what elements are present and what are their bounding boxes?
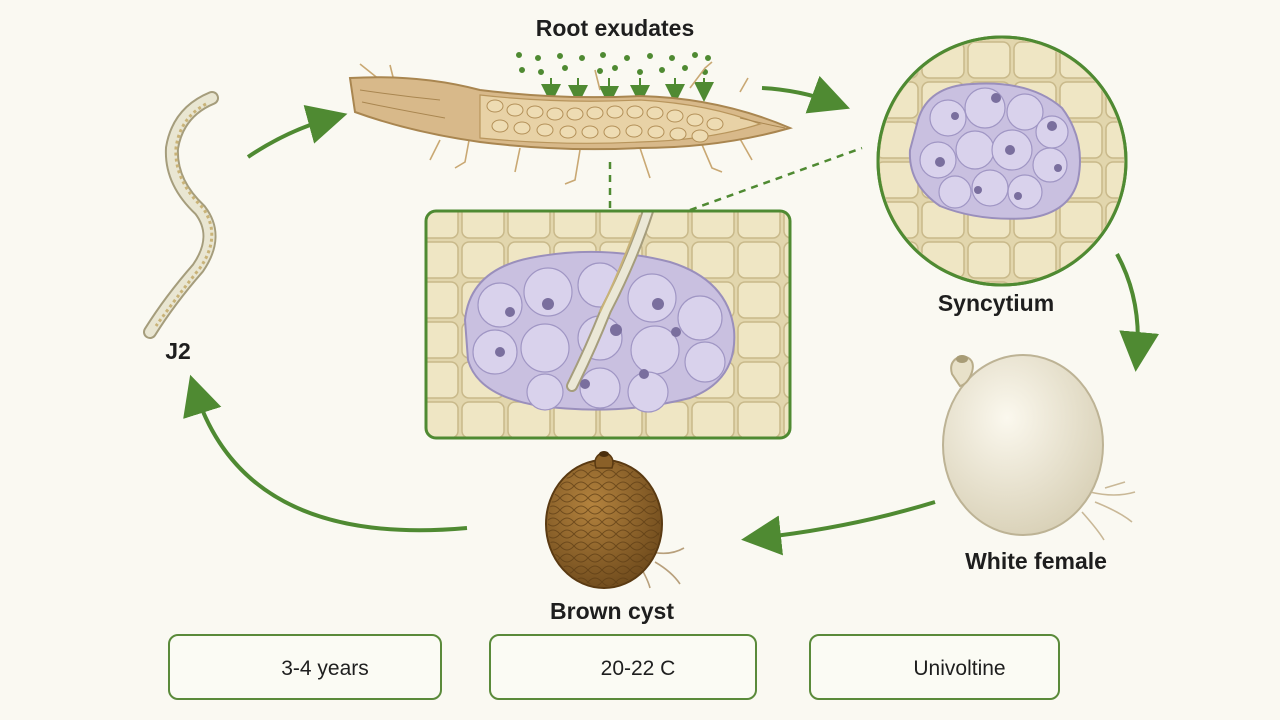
white-female-illustration (942, 354, 1136, 541)
info-card-temperature: 20-22 C (489, 634, 757, 700)
root-illustration (348, 61, 793, 185)
info-card-generations: Univoltine (809, 634, 1060, 700)
syncytium-detail (876, 35, 1128, 287)
arrow-syncytium-to-female (1115, 253, 1160, 372)
label-syncytium: Syncytium (937, 290, 1055, 316)
label-white-female: White female (965, 548, 1107, 574)
label-brown-cyst: Brown cyst (550, 598, 674, 624)
arrow-female-to-cyst (741, 500, 936, 556)
arrow-cyst-to-j2 (183, 374, 468, 533)
info-card-text: 20-22 C (600, 657, 676, 680)
zoom-leader-lines (608, 146, 863, 212)
root-exudates (516, 52, 714, 106)
label-root-exudates: Root exudates (535, 15, 695, 41)
arrow-j2-to-root (246, 105, 348, 159)
info-card-text: 3-4 years (281, 657, 369, 680)
brown-cyst-illustration (545, 451, 685, 589)
feeding-site-detail (424, 209, 792, 440)
info-card-text: Univoltine (913, 657, 1006, 680)
j2-nematode (143, 91, 219, 339)
label-j2: J2 (165, 338, 191, 364)
info-card-duration: 3-4 years (168, 634, 442, 700)
arrow-root-to-syncytium (761, 75, 850, 114)
cycle-arrows (183, 75, 1160, 556)
